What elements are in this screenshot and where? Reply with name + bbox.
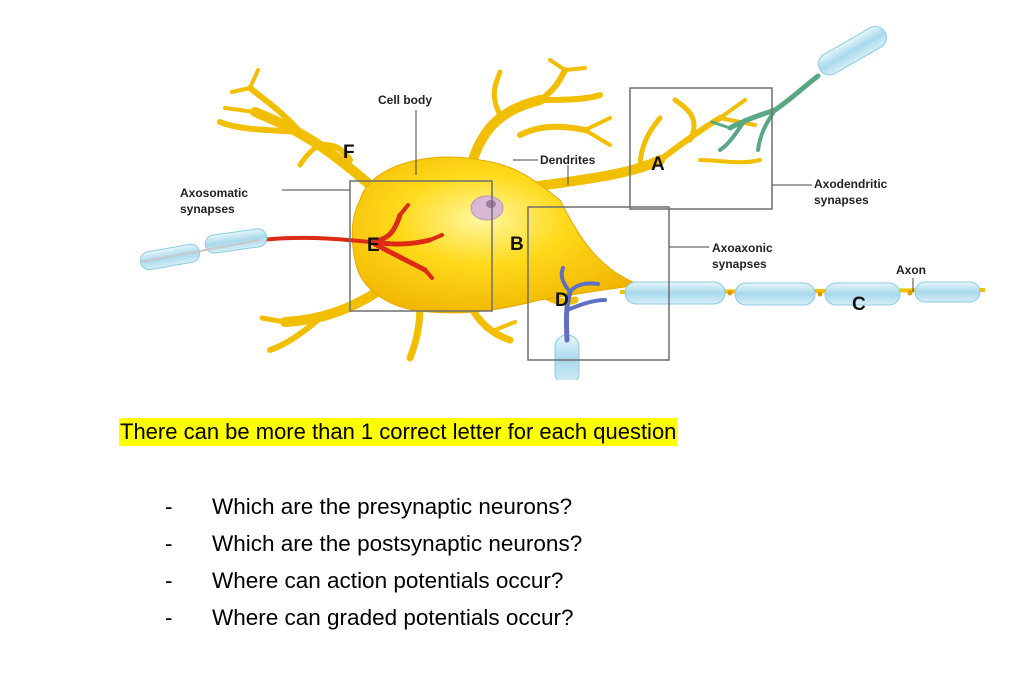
label-axodendritic-2: synapses [814, 193, 869, 207]
letter-f: F [343, 142, 355, 163]
question-item: - Where can graded potentials occur? [160, 599, 582, 636]
question-text: Which are the presynaptic neurons? [212, 494, 573, 519]
label-axoaxonic-2: synapses [712, 257, 767, 271]
letter-e: E [367, 235, 380, 256]
label-axosomatic-1: Axosomatic [180, 186, 248, 200]
label-axon: Axon [896, 263, 926, 277]
main-axon [619, 281, 986, 306]
label-axoaxonic-1: Axoaxonic [712, 241, 773, 255]
green-presynaptic-axon [710, 26, 887, 152]
question-text: Which are the postsynaptic neurons? [212, 531, 583, 556]
red-presynaptic-axon [139, 203, 444, 280]
letter-d: D [555, 290, 569, 311]
box-axodendritic [629, 87, 773, 210]
box-axosomatic [349, 180, 493, 312]
bullet-dash: - [165, 605, 173, 630]
leader-lines [282, 110, 914, 292]
question-list: - Which are the presynaptic neurons? - Whi… [160, 488, 582, 636]
label-axosomatic-2: synapses [180, 202, 235, 216]
question-text: Where can action potentials occur? [212, 568, 564, 593]
dendrite-branches [217, 58, 762, 362]
question-item: - Where can action potentials occur? [160, 562, 582, 599]
bullet-dash: - [165, 531, 173, 556]
label-axodendritic-1: Axodendritic [814, 177, 888, 191]
letter-b: B [510, 234, 524, 255]
box-axoaxonic [527, 206, 670, 361]
neuron-diagram: Cell body Dendrites Axosomatic synapses … [139, 26, 986, 380]
instruction-note: There can be more than 1 correct letter … [119, 418, 678, 446]
label-cell-body: Cell body [378, 93, 432, 107]
label-dendrites: Dendrites [540, 153, 596, 167]
cell-body-soma [351, 156, 641, 314]
blue-presynaptic-axon [554, 266, 607, 380]
letter-c: C [852, 294, 866, 315]
letter-a: A [651, 154, 665, 175]
question-text: Where can graded potentials occur? [212, 605, 574, 630]
question-item: - Which are the postsynaptic neurons? [160, 525, 582, 562]
nucleus [470, 195, 504, 221]
question-item: - Which are the presynaptic neurons? [160, 488, 582, 525]
bullet-dash: - [165, 494, 173, 519]
bullet-dash: - [165, 568, 173, 593]
